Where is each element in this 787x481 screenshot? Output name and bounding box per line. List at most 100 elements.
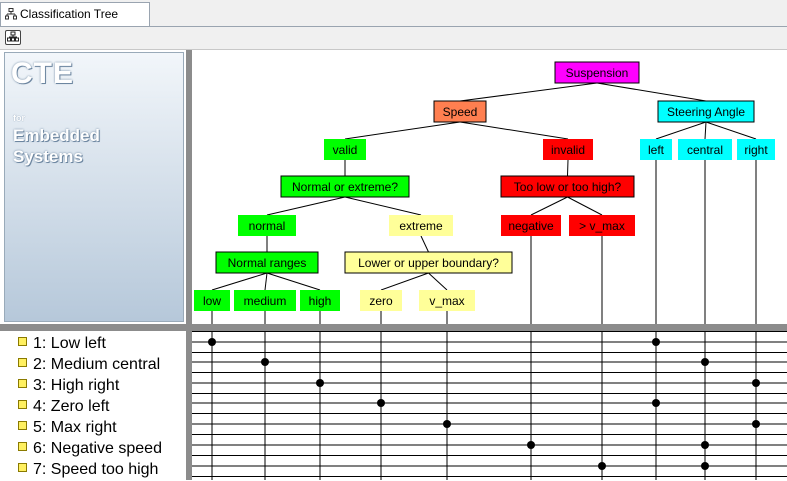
tree-node-box-steering	[657, 100, 755, 123]
tree-node-label-normal_or_extreme: Normal or extreme?	[292, 180, 398, 194]
test-case-label: 3: High right	[33, 377, 120, 394]
tree-edge-normal_or_extreme-normal	[266, 196, 346, 216]
matrix-mark-5-right[interactable]	[752, 420, 760, 428]
tree-node-label-v_max: v_max	[429, 294, 464, 308]
tree-node-speed[interactable]: Speed	[433, 100, 487, 123]
tree-node-normal[interactable]: normal	[238, 215, 296, 236]
matrix-mark-4-zero[interactable]	[377, 399, 385, 407]
tree-edge-normal_ranges-medium	[264, 272, 268, 291]
tree-edge-normal_ranges-high	[266, 272, 321, 291]
tree-node-low[interactable]: low	[194, 290, 230, 311]
test-case-item[interactable]: 5: Max right	[18, 419, 117, 439]
tree-edge-steering-left	[655, 121, 707, 140]
classification-tree-icon	[5, 8, 17, 20]
tree-node-label-steering: Steering Angle	[667, 105, 745, 119]
tree-node-box-valid	[324, 139, 366, 160]
tree-node-zero[interactable]: zero	[360, 290, 402, 311]
test-case-label: 1: Low left	[33, 335, 106, 352]
test-case-item[interactable]: 7: Speed too high	[18, 461, 158, 481]
tree-node-too_low_or_high[interactable]: Too low or too high?	[500, 175, 635, 198]
tree-edge-suspension-speed	[459, 82, 598, 102]
tree-node-negative[interactable]: negative	[501, 215, 561, 236]
tree-node-box-gt_vmax	[569, 215, 635, 236]
test-case-label: 4: Zero left	[33, 398, 110, 415]
test-case-item[interactable]: 6: Negative speed	[18, 440, 162, 460]
tree-node-label-suspension: Suspension	[566, 66, 629, 80]
tree-node-normal_or_extreme[interactable]: Normal or extreme?	[280, 175, 410, 198]
matrix-mark-2-central[interactable]	[701, 358, 709, 366]
tree-node-steering[interactable]: Steering Angle	[657, 100, 755, 123]
tree-edge-lower_upper-v_max	[428, 272, 448, 291]
test-case-icon	[18, 358, 27, 367]
tree-edge-steering-right	[705, 121, 757, 140]
tree-view-icon	[7, 31, 19, 42]
test-case-label: 2: Medium central	[33, 356, 161, 373]
tree-edge-too_low_or_high-gt_vmax	[567, 196, 603, 216]
tree-edge-steering-central	[704, 121, 707, 140]
test-case-list: 1: Low left 2: Medium central 3: High righ…	[4, 333, 184, 480]
test-case-item[interactable]: 3: High right	[18, 377, 119, 397]
horizontal-splitter[interactable]	[0, 324, 787, 331]
tree-node-box-invalid	[543, 139, 593, 160]
tree-node-box-right	[737, 139, 775, 160]
matrix-mark-6-negative[interactable]	[527, 441, 535, 449]
tree-edge-invalid-too_low_or_high	[567, 159, 569, 177]
tree-node-box-normal_ranges	[215, 251, 319, 274]
tree-node-lower_upper[interactable]: Lower or upper boundary?	[344, 251, 513, 274]
cte-subtitle: Embedded Systems	[13, 125, 100, 167]
test-case-icon	[18, 421, 27, 430]
tree-node-normal_ranges[interactable]: Normal ranges	[215, 251, 319, 274]
tree-node-label-negative: negative	[508, 219, 554, 233]
tree-node-valid[interactable]: valid	[324, 139, 366, 160]
tree-node-v_max[interactable]: v_max	[419, 290, 475, 311]
tree-node-label-left: left	[648, 143, 665, 157]
tree-node-box-high	[300, 290, 340, 311]
tree-node-invalid[interactable]: invalid	[543, 139, 593, 160]
tree-node-central[interactable]: central	[678, 139, 732, 160]
tree-view-button[interactable]	[5, 30, 21, 45]
tree-node-label-invalid: invalid	[551, 143, 585, 157]
tree-node-box-extreme	[389, 215, 453, 236]
cte-divider	[9, 97, 181, 98]
tree-node-label-too_low_or_high: Too low or too high?	[514, 180, 622, 194]
matrix-mark-3-right[interactable]	[752, 379, 760, 387]
tree-node-box-normal	[238, 215, 296, 236]
tree-node-high[interactable]: high	[300, 290, 340, 311]
tree-node-box-lower_upper	[344, 251, 513, 274]
matrix-mark-4-left[interactable]	[652, 399, 660, 407]
test-case-item[interactable]: 4: Zero left	[18, 398, 109, 418]
tree-edge-normal_or_extreme-extreme	[344, 196, 422, 216]
tree-node-box-medium	[234, 290, 296, 311]
matrix-mark-1-left[interactable]	[652, 338, 660, 346]
tree-node-suspension[interactable]: Suspension	[554, 61, 640, 84]
matrix-mark-7-gt_vmax[interactable]	[598, 462, 606, 470]
test-case-item[interactable]: 1: Low left	[18, 335, 106, 355]
tree-edge-speed-valid	[344, 121, 461, 140]
tree-node-box-normal_or_extreme	[280, 175, 410, 198]
matrix-mark-6-central[interactable]	[701, 441, 709, 449]
tree-node-box-negative	[501, 215, 561, 236]
test-case-label: 6: Negative speed	[33, 440, 162, 457]
tab-classification-tree[interactable]: Classification Tree	[0, 2, 150, 26]
tree-node-gt_vmax[interactable]: > v_max	[569, 215, 635, 236]
tree-node-box-zero	[360, 290, 402, 311]
tree-node-right[interactable]: right	[737, 139, 775, 160]
tree-node-label-central: central	[687, 143, 723, 157]
tree-node-extreme[interactable]: extreme	[389, 215, 453, 236]
matrix-mark-2-medium[interactable]	[261, 358, 269, 366]
tree-node-left[interactable]: left	[640, 139, 672, 160]
tree-edge-lower_upper-zero	[380, 272, 429, 291]
tree-node-box-suspension	[554, 61, 640, 84]
test-case-item[interactable]: 2: Medium central	[18, 356, 160, 376]
cte-title: CTE	[11, 57, 74, 90]
matrix-mark-5-v_max[interactable]	[443, 420, 451, 428]
matrix-mark-3-high[interactable]	[316, 379, 324, 387]
tree-node-label-lower_upper: Lower or upper boundary?	[358, 256, 499, 270]
vertical-splitter[interactable]	[186, 50, 192, 480]
tree-node-medium[interactable]: medium	[234, 290, 296, 311]
matrix-mark-7-central[interactable]	[701, 462, 709, 470]
tree-edge-suspension-steering	[596, 82, 707, 102]
tree-node-label-high: high	[309, 294, 332, 308]
matrix-mark-1-low[interactable]	[208, 338, 216, 346]
